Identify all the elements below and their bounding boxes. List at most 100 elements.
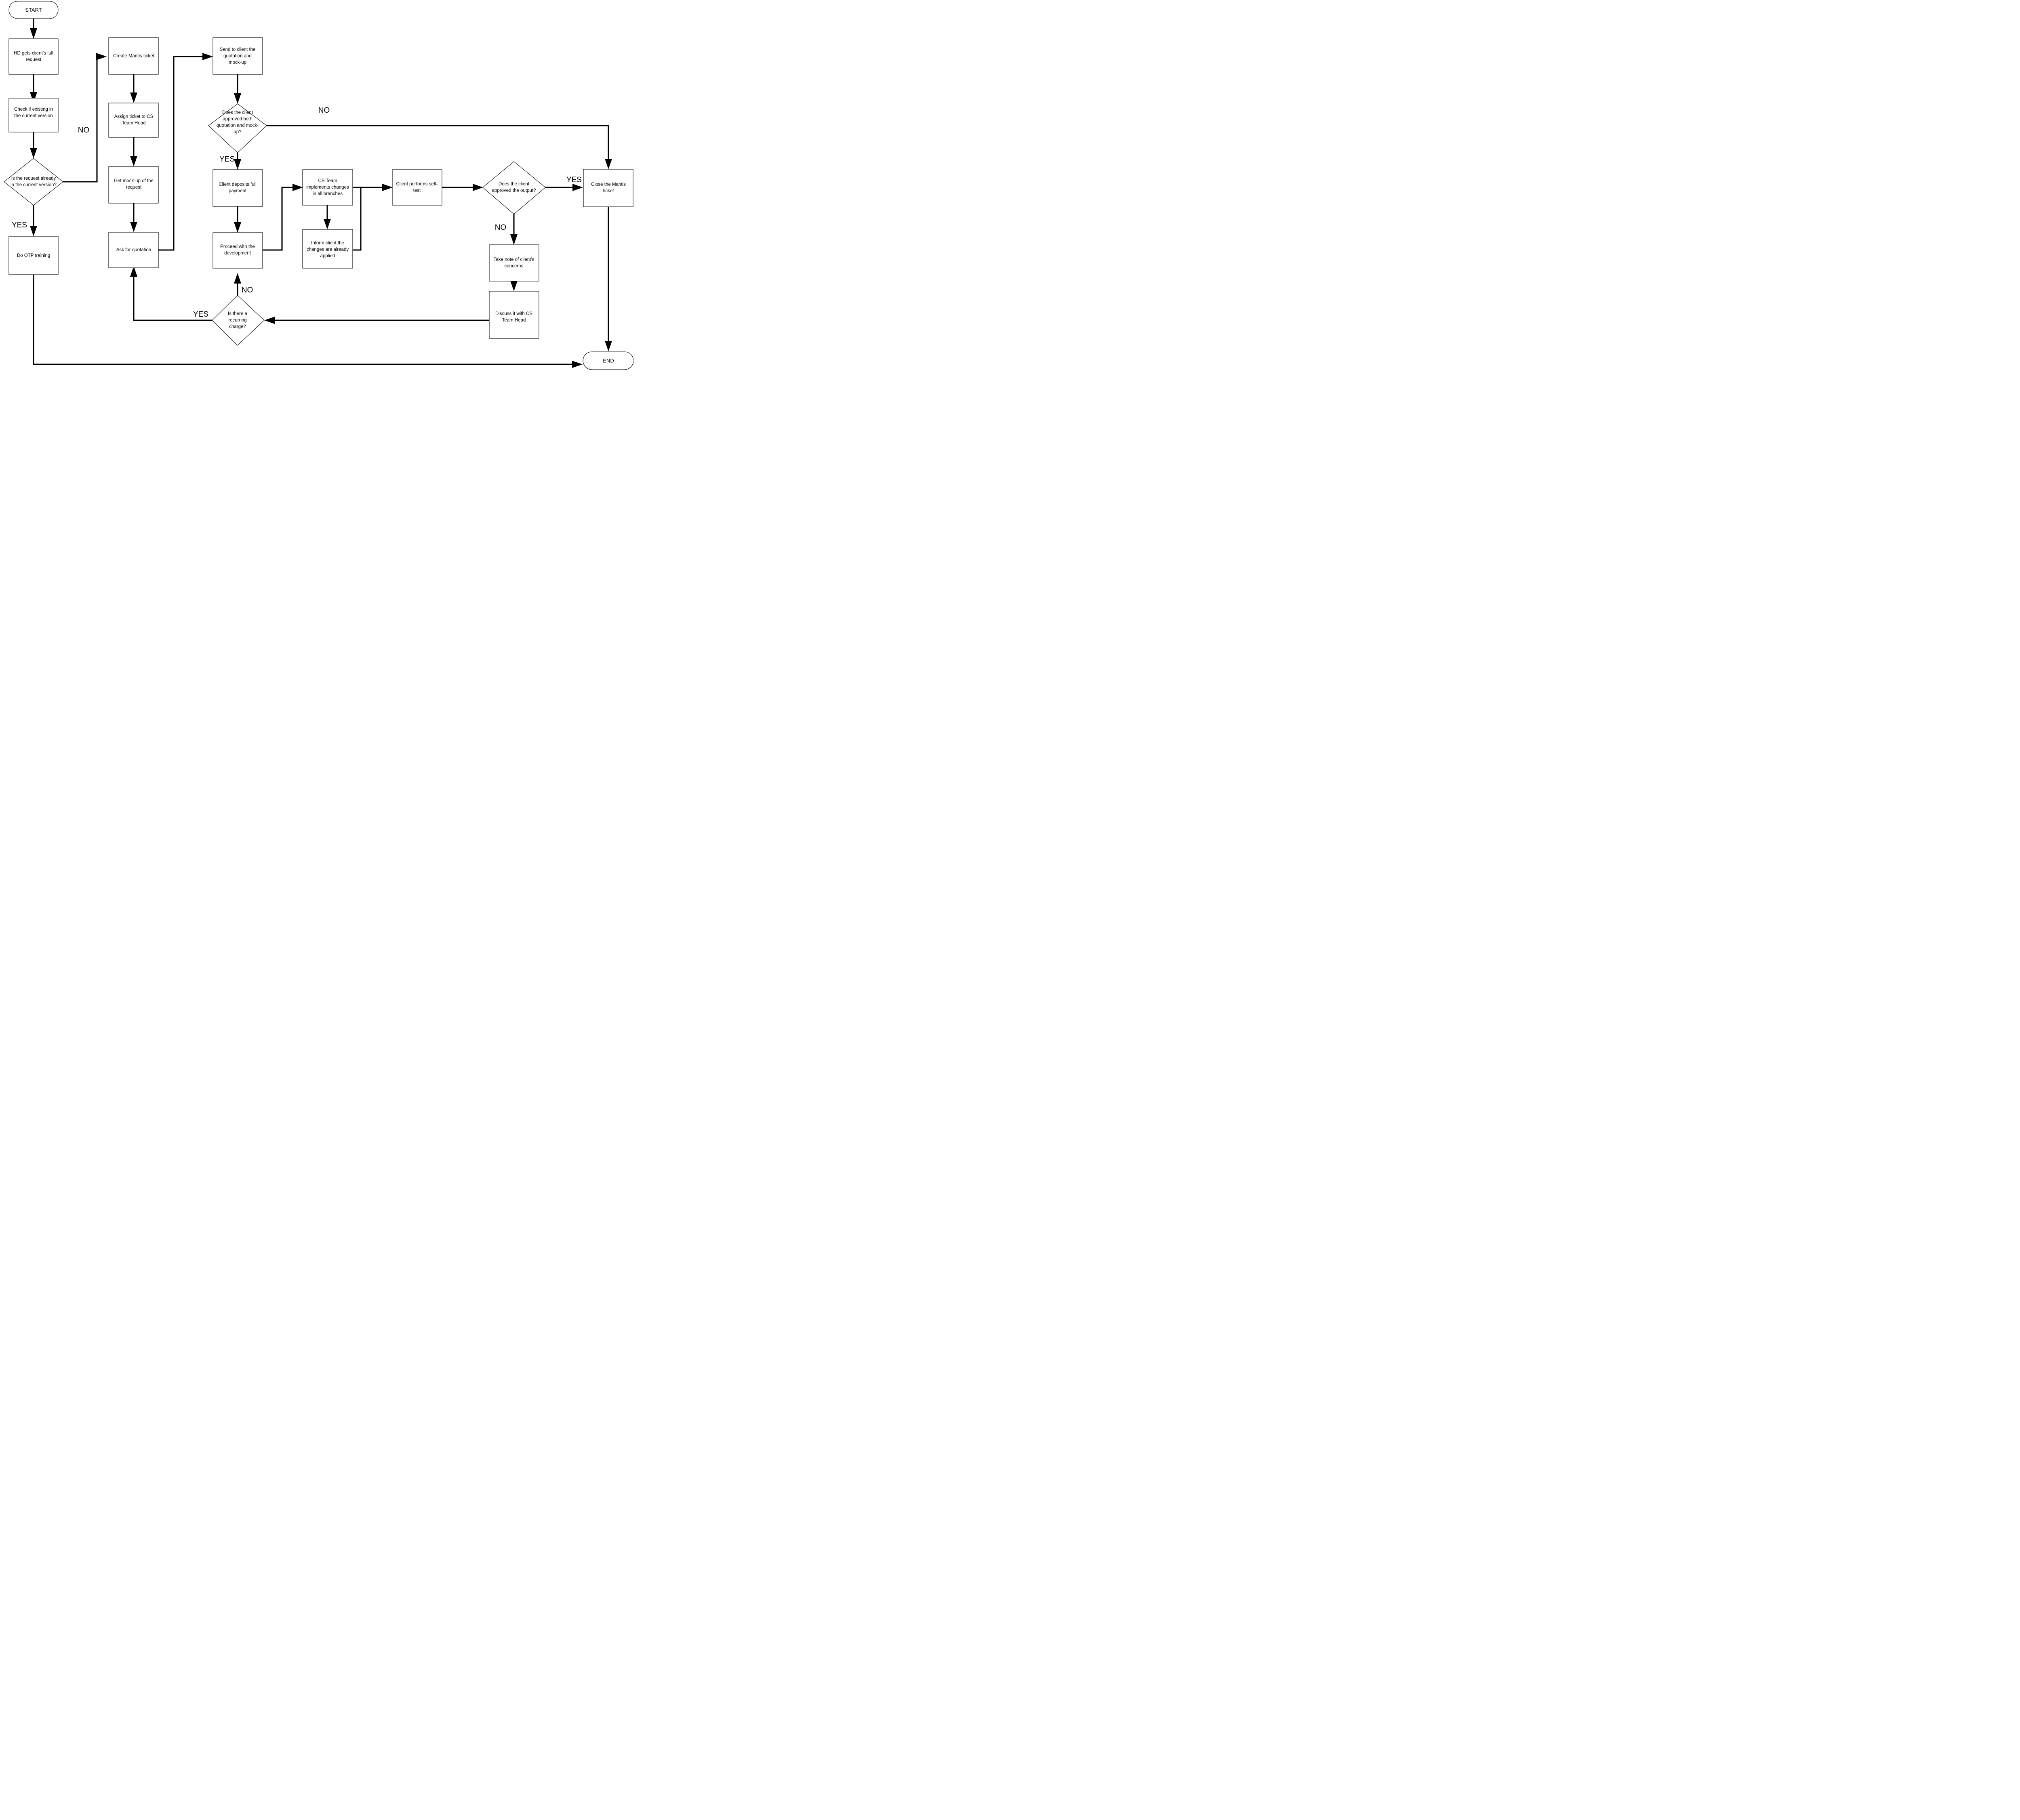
cs-team-implements-shape[interactable]	[302, 169, 353, 206]
node-layer: START HD gets client’s full request Chec…	[4, 1, 633, 370]
do-otp-training-shape[interactable]	[8, 236, 59, 275]
edge-approvedboth-yes-to-deposit	[234, 153, 241, 170]
edge-check-to-decision	[30, 132, 37, 158]
node-proceed-development[interactable]: Proceed with the development	[213, 232, 263, 269]
close-mantis-ticket-shape[interactable]	[583, 169, 633, 207]
node-end[interactable]: END	[583, 351, 633, 370]
client-approved-output-label-line1: Does the client	[499, 182, 530, 187]
ask-for-quotation-shape[interactable]	[108, 232, 159, 268]
edge-hd-to-check	[30, 74, 37, 103]
edge-proceed-to-csteam	[263, 184, 303, 251]
client-deposits-label-line1: Client deposits full	[219, 182, 256, 187]
node-is-request-already[interactable]: Is the request already in the current ve…	[4, 158, 63, 206]
client-deposits-shape[interactable]	[213, 169, 263, 207]
hd-gets-request-shape[interactable]	[8, 38, 59, 75]
flowchart-svg: NO YES NO YES YES NO NO YES START HD get…	[4, 1, 633, 370]
node-client-self-test[interactable]: Client performs self- test	[392, 169, 442, 206]
discuss-cs-head-label-line1: Discuss it with CS	[495, 311, 532, 316]
ask-for-quotation-label: Ask for quotation	[116, 248, 151, 252]
cs-team-implements-label-line2: implements changes	[306, 185, 349, 190]
start-label: START	[25, 7, 42, 13]
edge-takenote-to-discuss	[510, 281, 518, 291]
client-approved-output-shape[interactable]	[482, 161, 546, 214]
edge-label-layer: NO YES NO YES YES NO NO YES	[12, 106, 582, 319]
node-start[interactable]: START	[8, 1, 59, 19]
inform-client-shape[interactable]	[302, 229, 353, 269]
end-terminator-shape[interactable]	[583, 351, 633, 370]
close-mantis-ticket-label-line1: Close the Mantis	[591, 182, 626, 187]
get-mockup-label-line2: request	[126, 185, 142, 190]
edge-label-no-request-exists: NO	[78, 126, 90, 135]
node-client-deposits[interactable]: Client deposits full payment	[213, 169, 263, 207]
client-self-test-label-line2: test	[413, 188, 421, 193]
inform-client-label-line1: Inform client the	[311, 241, 344, 246]
get-mockup-shape[interactable]	[108, 166, 159, 204]
create-mantis-ticket-label: Create Mantis ticket	[113, 54, 154, 59]
client-self-test-shape[interactable]	[392, 169, 442, 206]
take-note-shape[interactable]	[489, 244, 539, 282]
node-send-to-client[interactable]: Send to client the quotation and mock-up	[213, 37, 263, 75]
client-approved-output-label-line2: approved the output?	[492, 188, 536, 193]
is-request-already-label-line1: Is the request already	[11, 176, 56, 181]
take-note-label-line2: concerns	[505, 264, 524, 269]
node-client-approved-output[interactable]: Does the client approved the output?	[482, 161, 546, 214]
node-create-mantis-ticket[interactable]: Create Mantis ticket	[108, 37, 159, 75]
close-mantis-ticket-label-line2: ticket	[603, 189, 614, 193]
node-cs-team-implements[interactable]: CS Team implements changes in all branch…	[302, 169, 353, 206]
start-terminator-shape[interactable]	[8, 1, 59, 19]
edge-deposit-to-proceed	[234, 206, 241, 233]
client-approved-both-label-line1: Does the client	[222, 110, 253, 115]
edge-discuss-to-recurring	[264, 317, 489, 324]
recurring-charge-label-line1: Is there a	[228, 311, 248, 316]
edge-label-yes-request-exists: YES	[12, 221, 27, 229]
node-hd-gets-request[interactable]: HD gets client’s full request	[8, 38, 59, 75]
edge-inform-to-selftest	[353, 187, 362, 251]
edge-mockup-to-quotation	[130, 203, 137, 232]
edge-label-yes-output-approved: YES	[566, 176, 582, 184]
hd-gets-request-label-line2: request	[26, 57, 42, 62]
node-ask-for-quotation[interactable]: Ask for quotation	[108, 232, 159, 268]
client-approved-both-label-line3: quotation and mock-	[217, 123, 259, 128]
send-to-client-label-line1: Send to client the	[220, 47, 256, 52]
send-to-client-shape[interactable]	[213, 37, 263, 75]
proceed-development-shape[interactable]	[213, 232, 263, 269]
end-label: END	[603, 357, 614, 364]
edge-start-to-hd	[30, 19, 37, 39]
inform-client-label-line3: applied	[320, 254, 335, 258]
assign-ticket-shape[interactable]	[108, 103, 159, 138]
client-approved-both-shape[interactable]	[208, 103, 267, 153]
send-to-client-label-line2: quotation and	[223, 54, 252, 59]
node-client-approved-both[interactable]: Does the client approved both quotation …	[208, 103, 267, 153]
edge-approvedoutput-yes-to-close	[545, 184, 583, 191]
do-otp-training-label: Do OTP training	[17, 253, 50, 258]
get-mockup-label-line1: Get mock-up of the	[114, 179, 154, 183]
node-take-note[interactable]: Take note of client’s concerns	[489, 244, 539, 282]
discuss-cs-head-shape[interactable]	[489, 291, 539, 339]
recurring-charge-label-line3: charge?	[229, 324, 246, 329]
node-do-otp-training[interactable]: Do OTP training	[8, 236, 59, 275]
create-mantis-ticket-shape[interactable]	[108, 37, 159, 75]
is-request-already-label-line2: in the current version?	[11, 183, 57, 187]
edge-approvedboth-no-to-close	[267, 125, 612, 169]
node-get-mockup[interactable]: Get mock-up of the request	[108, 166, 159, 204]
client-approved-both-label-line2: approved both	[223, 117, 253, 122]
node-discuss-cs-head[interactable]: Discuss it with CS Team Head	[489, 291, 539, 339]
check-existing-shape[interactable]	[8, 98, 59, 132]
assign-ticket-label-line1: Assign ticket to CS	[114, 114, 154, 119]
proceed-development-label-line2: development	[224, 251, 251, 256]
edge-approvedoutput-no-to-takenote	[510, 214, 518, 245]
proceed-development-label-line1: Proceed with the	[220, 244, 255, 249]
edge-label-no-approval-quotation: NO	[318, 106, 330, 115]
node-close-mantis-ticket[interactable]: Close the Mantis ticket	[583, 169, 633, 207]
edge-label-no-output-approved: NO	[495, 223, 507, 232]
node-assign-ticket[interactable]: Assign ticket to CS Team Head	[108, 103, 159, 138]
node-check-existing[interactable]: Check if existing in the current version	[8, 98, 59, 132]
check-existing-label-line2: the current version	[14, 113, 53, 118]
assign-ticket-label-line2: Team Head	[122, 121, 146, 126]
is-request-already-shape[interactable]	[4, 158, 63, 206]
edge-recurring-yes-to-quotation	[130, 266, 212, 321]
recurring-charge-shape[interactable]	[212, 295, 265, 346]
node-recurring-charge[interactable]: Is there a recurring charge?	[212, 295, 265, 346]
node-inform-client[interactable]: Inform client the changes are already ap…	[302, 229, 353, 269]
recurring-charge-label-line2: recurring	[228, 318, 246, 323]
